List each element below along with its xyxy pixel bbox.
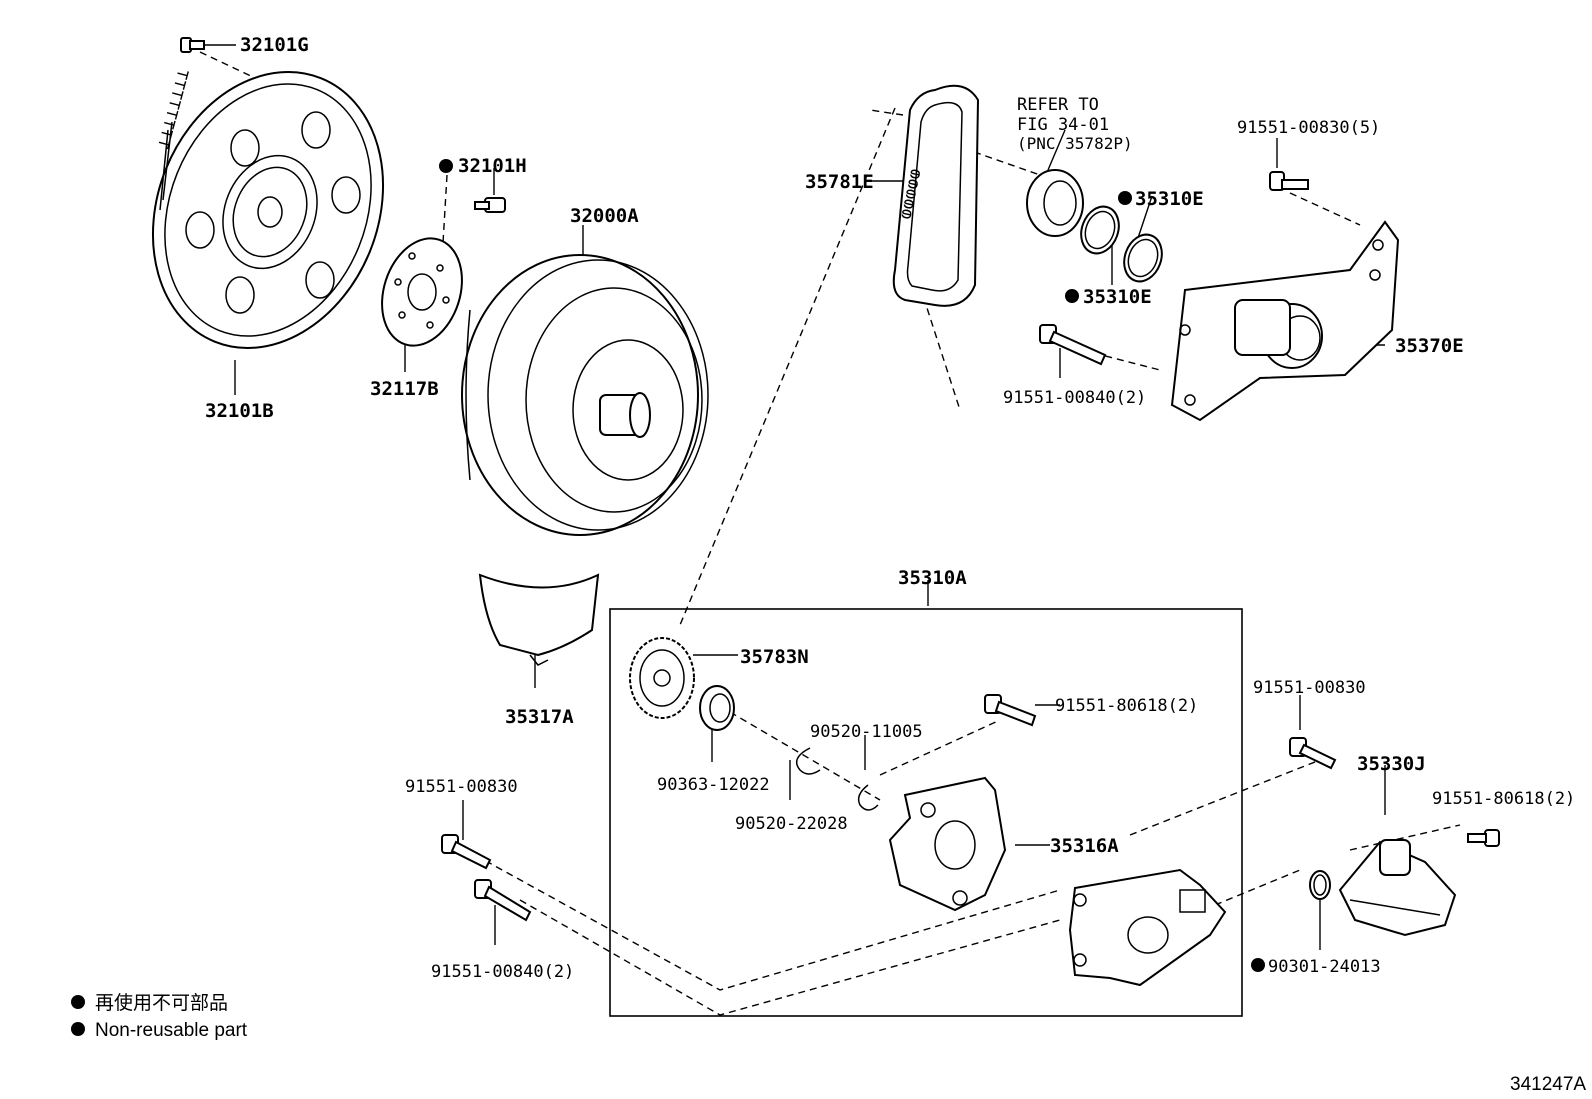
label-35310E-a: 35310E [1135, 188, 1204, 210]
bolt-91551-00830-5 [1269, 171, 1309, 191]
strainer-35330J [1338, 839, 1457, 937]
legend-dot-1 [71, 995, 85, 1009]
label-35317A: 35317A [505, 706, 574, 728]
o-ring-90301-24013 [1309, 870, 1331, 900]
legend: 再使用不可部品 Non-reusable part [95, 992, 248, 1041]
assembly-lines [199, 51, 1461, 1016]
label-91551-80618-2-mid: 91551-80618(2) [1055, 696, 1198, 716]
label-35316A: 35316A [1050, 835, 1119, 857]
label-35370E: 35370E [1395, 335, 1464, 357]
oil-pump-body [1068, 868, 1227, 987]
label-32117B: 32117B [370, 378, 439, 400]
bolt-91551-00830-right [1289, 737, 1337, 770]
label-90363-12022: 90363-12022 [657, 775, 770, 795]
bolt-91551-00840-2-left [474, 879, 532, 922]
legend-text-jp: 再使用不可部品 [95, 992, 228, 1014]
legend-dot-2 [71, 1022, 85, 1036]
label-35310A: 35310A [898, 567, 967, 589]
label-refer-2: FIG 34-01 [1017, 115, 1109, 135]
bolt-91551-80618-2-right [1467, 829, 1500, 847]
label-35330J: 35330J [1357, 753, 1426, 775]
nonreusable-dot-35310E-b [1065, 289, 1079, 303]
label-32101B: 32101B [205, 400, 274, 422]
snap-ring-90520-11005 [857, 784, 879, 811]
bearing-90363-12022 [699, 685, 735, 731]
bolt-32101H [474, 197, 506, 213]
nonreusable-dot-90301-24013 [1251, 958, 1265, 972]
label-32000A: 32000A [570, 205, 639, 227]
part-labels: 32101G 32101H 32000A 32101B 32117B 35781… [205, 34, 1575, 982]
label-35783N: 35783N [740, 646, 809, 668]
label-91551-00830-5: 91551-00830(5) [1237, 118, 1380, 138]
bolt-32101G [180, 37, 205, 53]
bolt-91551-00830-left [441, 834, 492, 870]
bolt-91551-80618-2-mid [984, 694, 1037, 727]
label-91551-00840-2-left: 91551-00840(2) [431, 962, 574, 982]
sprocket-35783N [629, 637, 695, 719]
cover-35316A [888, 776, 1007, 912]
plate-35370E [1170, 220, 1400, 422]
nonreusable-dot-35310E-a [1118, 191, 1132, 205]
label-90301-24013: 90301-24013 [1268, 957, 1381, 977]
label-91551-00840-2-top: 91551-00840(2) [1003, 388, 1146, 408]
label-refer-3: (PNC 35782P) [1017, 134, 1133, 153]
label-90520-11005: 90520-11005 [810, 722, 923, 742]
figure-id: 341247A [1510, 1074, 1586, 1095]
drive-plate-32101B: ⊥⊥⊥⊥⊥⊥⊥⊥ [151, 67, 385, 349]
assembly-box-35310A [609, 608, 1243, 1017]
legend-text-en: Non-reusable part [95, 1020, 248, 1041]
seal-rings-35310E [1080, 205, 1163, 283]
bolt-91551-00840-2-top [1039, 324, 1107, 366]
label-refer-1: REFER TO [1017, 95, 1099, 115]
label-35781E: 35781E [805, 171, 874, 193]
label-91551-80618-2-right: 91551-80618(2) [1432, 789, 1575, 809]
sprocket-ref [1026, 169, 1084, 237]
label-91551-00830-right: 91551-00830 [1253, 678, 1366, 698]
nonreusable-dot-32101H [439, 159, 453, 173]
plate-32117B [381, 237, 463, 347]
cover-35317A [478, 573, 600, 666]
snap-ring-90520-22028 [795, 747, 821, 775]
label-91551-00830-left: 91551-00830 [405, 777, 518, 797]
torque-converter-32000A [461, 254, 709, 536]
label-32101G: 32101G [240, 34, 309, 56]
label-90520-22028: 90520-22028 [735, 814, 848, 834]
chain-35781E: ⱷⱷⱷⱷⱷ [892, 84, 980, 307]
label-35310E-b: 35310E [1083, 286, 1152, 308]
label-32101H: 32101H [458, 155, 527, 177]
